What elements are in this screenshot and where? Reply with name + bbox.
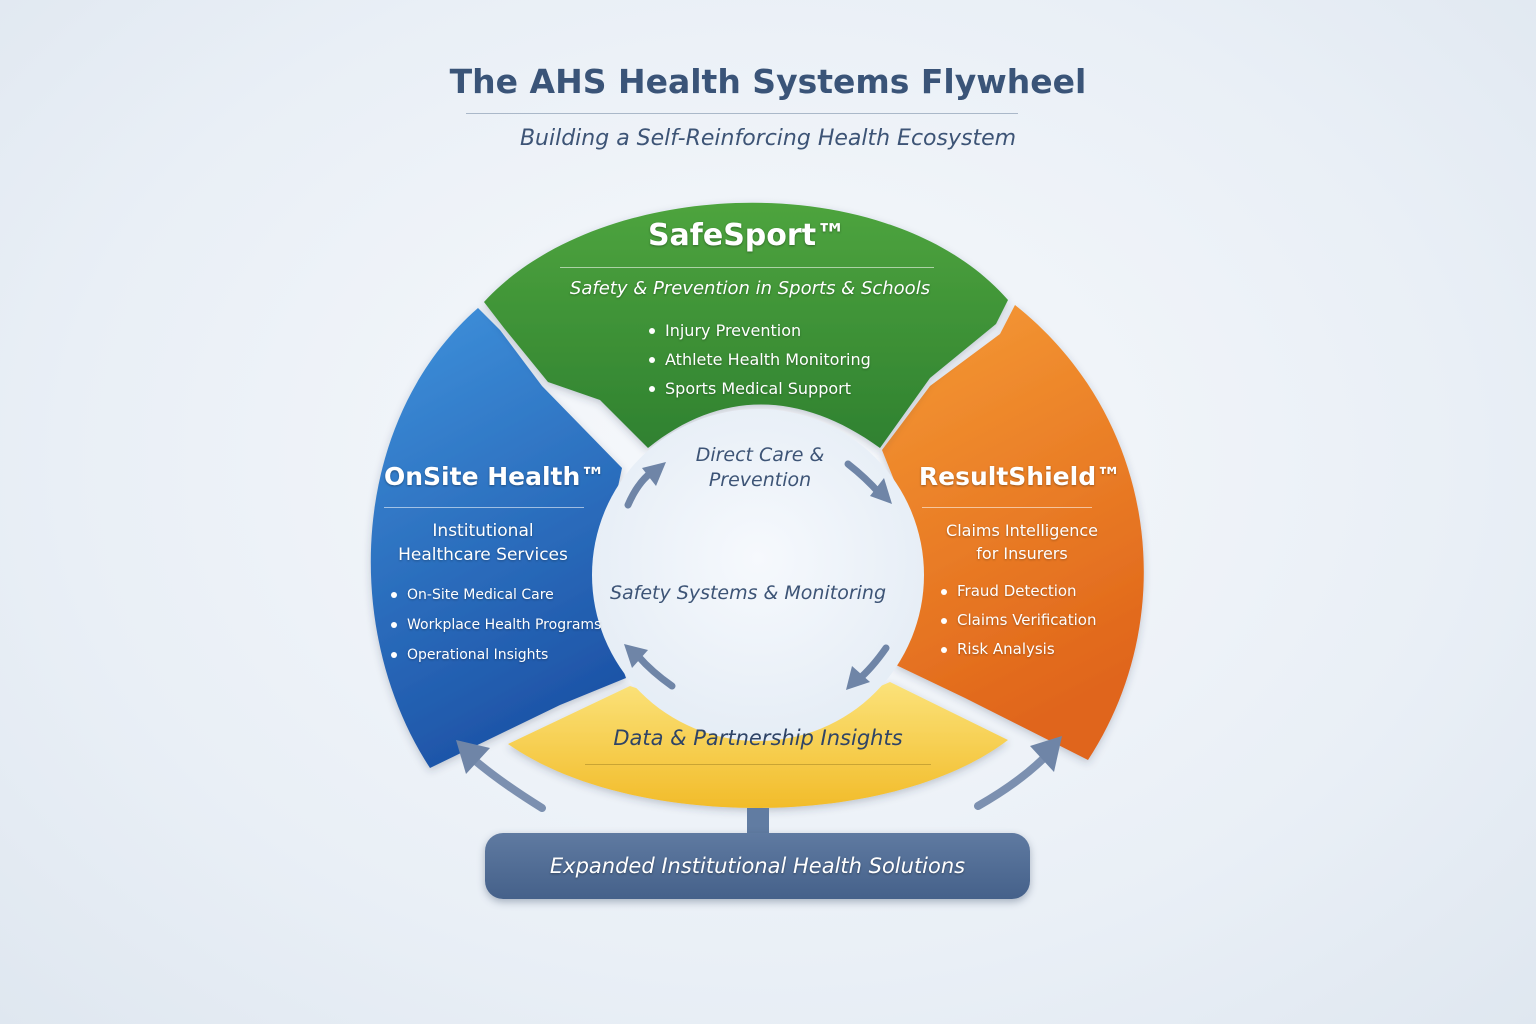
onsite-health-segment [370, 308, 626, 768]
expanded-solutions-box: Expanded Institutional Health Solutions [485, 833, 1030, 899]
list-item: Fraud Detection [940, 577, 1096, 606]
resultshield-title: ResultShield™ [918, 462, 1122, 491]
safesport-divider [560, 267, 934, 268]
footer-connector [747, 808, 769, 836]
resultshield-subtitle-line: for Insurers [976, 544, 1068, 563]
onsite-health-bullet-list: On-Site Medical Care Workplace Health Pr… [390, 580, 601, 670]
list-item: Risk Analysis [940, 635, 1096, 664]
list-item: On-Site Medical Care [390, 580, 601, 610]
list-item: Injury Prevention [648, 316, 871, 345]
safesport-segment [484, 202, 1008, 448]
onsite-health-subtitle-line: Institutional [432, 521, 534, 541]
safesport-bullet-list: Injury Prevention Athlete Health Monitor… [648, 316, 871, 403]
center-top-label: Direct Care & Prevention [660, 443, 860, 493]
list-item: Operational Insights [390, 640, 601, 670]
center-middle-label: Safety Systems & Monitoring [609, 582, 887, 604]
center-hub [592, 409, 924, 741]
list-item: Workplace Health Programs [390, 610, 601, 640]
resultshield-bullet-list: Fraud Detection Claims Verification Risk… [940, 577, 1096, 664]
title-divider [466, 113, 1018, 114]
onsite-health-title: OnSite Health™ [384, 462, 606, 491]
list-item: Athlete Health Monitoring [648, 345, 871, 374]
resultshield-subtitle: Claims Intelligence for Insurers [922, 519, 1122, 565]
resultshield-divider [922, 507, 1092, 508]
onsite-health-subtitle: Institutional Healthcare Services [384, 519, 582, 567]
arrow-head-icon [870, 478, 892, 504]
expanded-solutions-label: Expanded Institutional Health Solutions [549, 854, 966, 878]
arrow-head-icon [624, 644, 648, 668]
center-top-line: Prevention [708, 469, 812, 491]
list-item: Sports Medical Support [648, 374, 871, 403]
onsite-health-subtitle-line: Healthcare Services [398, 545, 568, 565]
safesport-title: SafeSport™ [647, 218, 847, 253]
outer-arrows [468, 752, 1050, 812]
data-insights-segment [508, 682, 1008, 809]
data-insights-divider [585, 764, 931, 765]
page-title: The AHS Health Systems Flywheel [449, 62, 1087, 101]
onsite-health-divider [384, 507, 584, 508]
resultshield-subtitle-line: Claims Intelligence [946, 521, 1098, 540]
arrow-up-left-icon [456, 740, 490, 774]
safesport-subtitle: Safety & Prevention in Sports & Schools [569, 278, 931, 299]
resultshield-segment [882, 305, 1144, 760]
page-subtitle: Building a Self-Reinforcing Health Ecosy… [519, 126, 1017, 151]
list-item: Claims Verification [940, 606, 1096, 635]
center-top-line: Direct Care & [695, 444, 825, 466]
arrow-head-icon [846, 666, 870, 690]
arrow-up-right-icon [1030, 736, 1062, 772]
arrow-head-icon [642, 462, 666, 486]
data-insights-title: Data & Partnership Insights [613, 726, 903, 750]
